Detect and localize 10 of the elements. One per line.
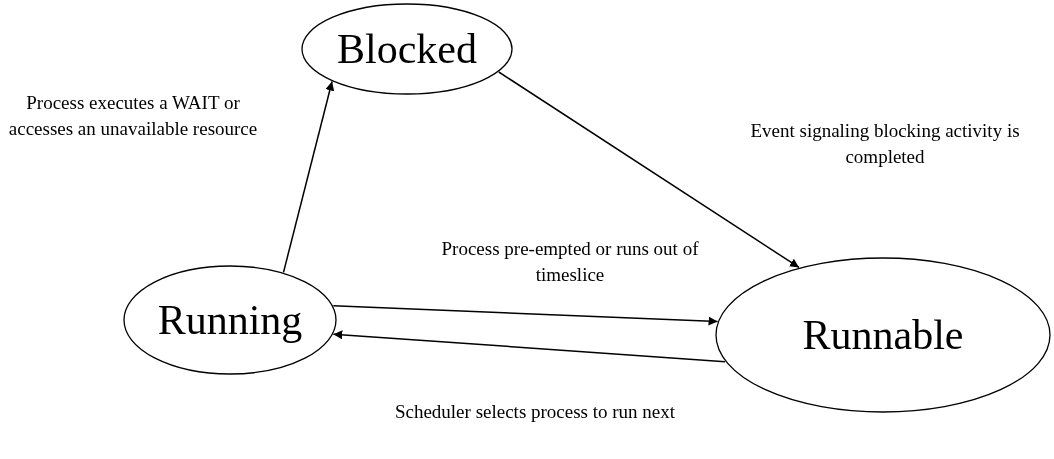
state-name: Running bbox=[157, 296, 303, 344]
arrow bbox=[332, 330, 726, 363]
arrow bbox=[498, 71, 800, 269]
state-ellipse bbox=[123, 265, 337, 375]
state-ellipse bbox=[301, 3, 513, 95]
state-ellipse bbox=[715, 257, 1051, 413]
state-name: Runnable bbox=[802, 311, 964, 359]
arrow bbox=[332, 305, 719, 326]
arrow bbox=[282, 80, 335, 274]
state-name: Blocked bbox=[337, 25, 477, 73]
